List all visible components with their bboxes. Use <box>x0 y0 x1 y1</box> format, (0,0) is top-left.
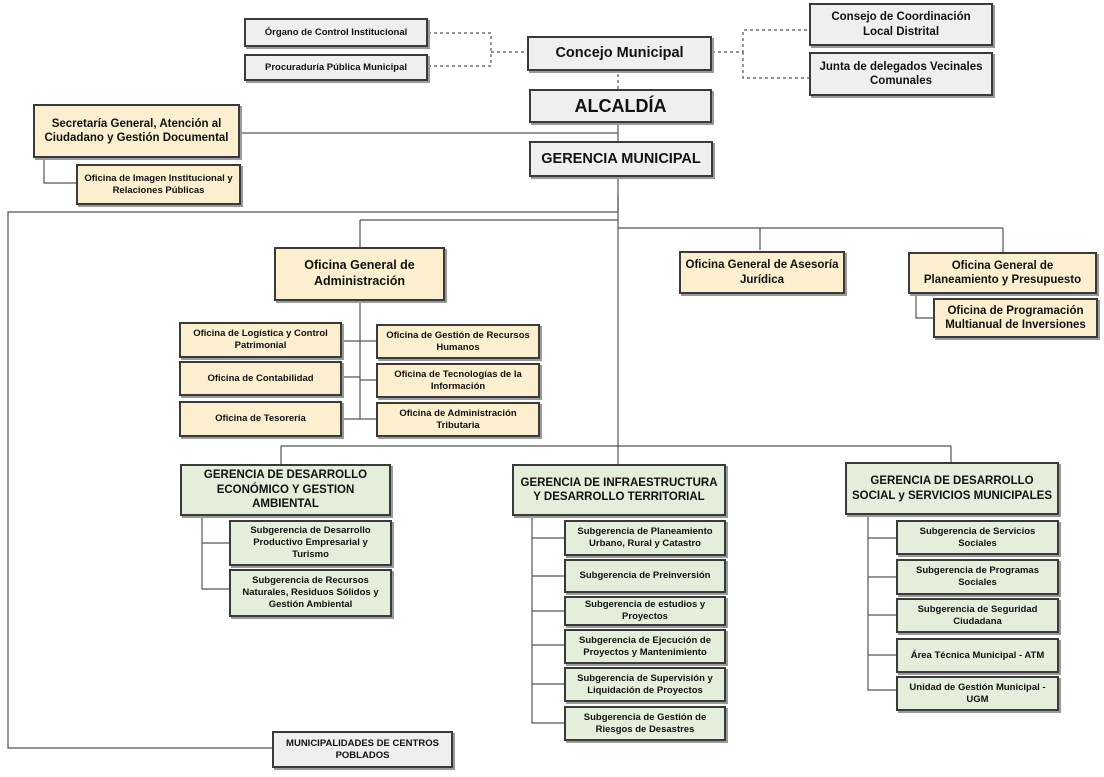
subgerencia-ejecucion-proyectos-box: Subgerencia de Ejecución de Proyectos y … <box>564 629 726 664</box>
gerencia-infraestructura-box: GERENCIA DE INFRAESTRUCTURA Y DESARROLLO… <box>512 464 726 516</box>
centros-poblados-box: MUNICIPALIDADES DE CENTROS POBLADOS <box>272 731 453 768</box>
organo-control-box: Órgano de Control Institucional <box>244 18 428 47</box>
subgerencia-programas-sociales-box: Subgerencia de Programas Sociales <box>896 559 1059 595</box>
asesoria-juridica-box: Oficina General de Asesoría Jurídica <box>679 251 845 294</box>
consejo-coordinacion-box: Consejo de Coordinación Local Distrital <box>809 3 993 46</box>
subgerencia-desarrollo-productivo-box: Subgerencia de Desarrollo Productivo Emp… <box>229 520 392 566</box>
administracion-box: Oficina General de Administración <box>274 247 445 301</box>
gerencia-municipal-box: GERENCIA MUNICIPAL <box>529 141 713 177</box>
tecnologias-box: Oficina de Tecnologías de la Información <box>376 363 540 398</box>
logistica-box: Oficina de Logística y Control Patrimoni… <box>179 322 342 358</box>
subgerencia-planeamiento-urbano-box: Subgerencia de Planeamiento Urbano, Rura… <box>564 520 726 556</box>
administracion-tributaria-box: Oficina de Administración Tributaria <box>376 402 540 437</box>
tesoreria-box: Oficina de Tesorería <box>179 401 342 437</box>
procuraduria-box: Procuraduría Pública Municipal <box>244 54 428 81</box>
secretaria-general-box: Secretaría General, Atención al Ciudadan… <box>33 104 240 158</box>
junta-delegados-box: Junta de delegados Vecinales Comunales <box>809 52 993 96</box>
subgerencia-gestion-riesgos-box: Subgerencia de Gestión de Riesgos de Des… <box>564 706 726 741</box>
alcaldia-box: ALCALDÍA <box>529 89 712 123</box>
gerencia-desarrollo-economico-box: GERENCIA DE DESARROLLO ECONÓMICO Y GESTI… <box>180 464 391 516</box>
subgerencia-servicios-sociales-box: Subgerencia de Servicios Sociales <box>896 520 1059 555</box>
contabilidad-box: Oficina de Contabilidad <box>179 361 342 396</box>
unidad-gestion-municipal-box: Unidad de Gestión Municipal - UGM <box>896 676 1059 711</box>
area-tecnica-municipal-box: Área Técnica Municipal - ATM <box>896 638 1059 673</box>
gerencia-desarrollo-social-box: GERENCIA DE DESARROLLO SOCIAL y SERVICIO… <box>845 462 1059 515</box>
imagen-institucional-box: Oficina de Imagen Institucional y Relaci… <box>76 164 241 205</box>
subgerencia-supervision-box: Subgerencia de Supervisión y Liquidación… <box>564 667 726 702</box>
subgerencia-seguridad-ciudadana-box: Subgerencia de Seguridad Ciudadana <box>896 598 1059 633</box>
subgerencia-estudios-proyectos-box: Subgerencia de estudios y Proyectos <box>564 596 726 626</box>
concejo-municipal-box: Concejo Municipal <box>527 36 712 71</box>
programacion-multianual-box: Oficina de Programación Multianual de In… <box>933 298 1098 338</box>
planeamiento-presupuesto-box: Oficina General de Planeamiento y Presup… <box>908 252 1097 294</box>
recursos-humanos-box: Oficina de Gestión de Recursos Humanos <box>376 324 540 359</box>
subgerencia-preinversion-box: Subgerencia de Preinversión <box>564 559 726 593</box>
subgerencia-recursos-naturales-box: Subgerencia de Recursos Naturales, Resid… <box>229 569 392 617</box>
